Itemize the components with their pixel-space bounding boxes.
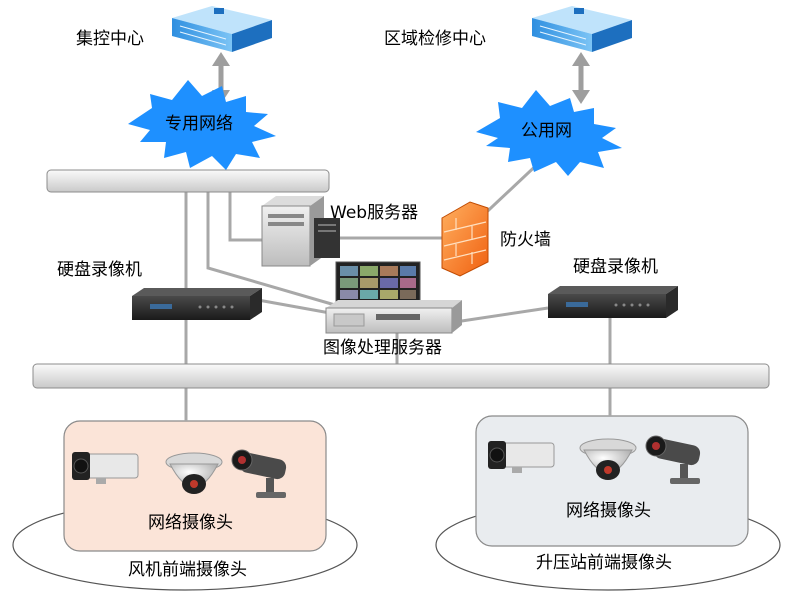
network-links <box>184 141 612 421</box>
monitor-video-grid <box>340 266 416 299</box>
control-center-label: 集控中心 <box>76 29 144 49</box>
public-network-label: 公用网 <box>521 121 572 141</box>
public-network-cloud-icon <box>476 90 622 176</box>
image-server-label: 图像处理服务器 <box>323 338 442 358</box>
ip-camera-right-label: 网络摄像头 <box>566 501 651 521</box>
regional-center-label: 区域检修中心 <box>384 29 486 49</box>
firewall-label: 防火墙 <box>500 230 551 250</box>
upper-network-bus <box>46 169 330 193</box>
box-camera-right-icon <box>488 441 555 473</box>
substation-cameras-label: 升压站前端摄像头 <box>536 553 672 573</box>
turbine-cameras-label: 风机前端摄像头 <box>128 560 247 580</box>
web-server-label: Web服务器 <box>330 203 419 223</box>
substation-camera-group <box>475 415 749 547</box>
private-network-cloud-icon <box>128 80 276 170</box>
lower-network-bus <box>32 363 770 389</box>
dvr-right-icon <box>548 286 678 318</box>
arrow-regional-center-link <box>572 52 590 104</box>
ip-camera-left-label: 网络摄像头 <box>148 513 233 533</box>
dvr-left-label: 硬盘录像机 <box>57 260 142 280</box>
dvr-right-label: 硬盘录像机 <box>573 257 658 277</box>
dvr-left-icon <box>132 288 262 320</box>
private-network-label: 专用网络 <box>165 114 233 134</box>
bullet-camera-left-icon <box>231 449 287 498</box>
firewall-icon <box>441 201 489 277</box>
bullet-camera-right-icon <box>645 435 701 484</box>
image-server-icon <box>325 261 462 334</box>
regional-center-building-icon <box>532 6 632 52</box>
web-server-icon <box>261 196 340 267</box>
box-camera-left-icon <box>72 452 139 484</box>
dome-camera-right-icon <box>579 438 637 480</box>
control-center-building-icon <box>172 6 272 52</box>
dome-camera-left-icon <box>165 452 223 494</box>
